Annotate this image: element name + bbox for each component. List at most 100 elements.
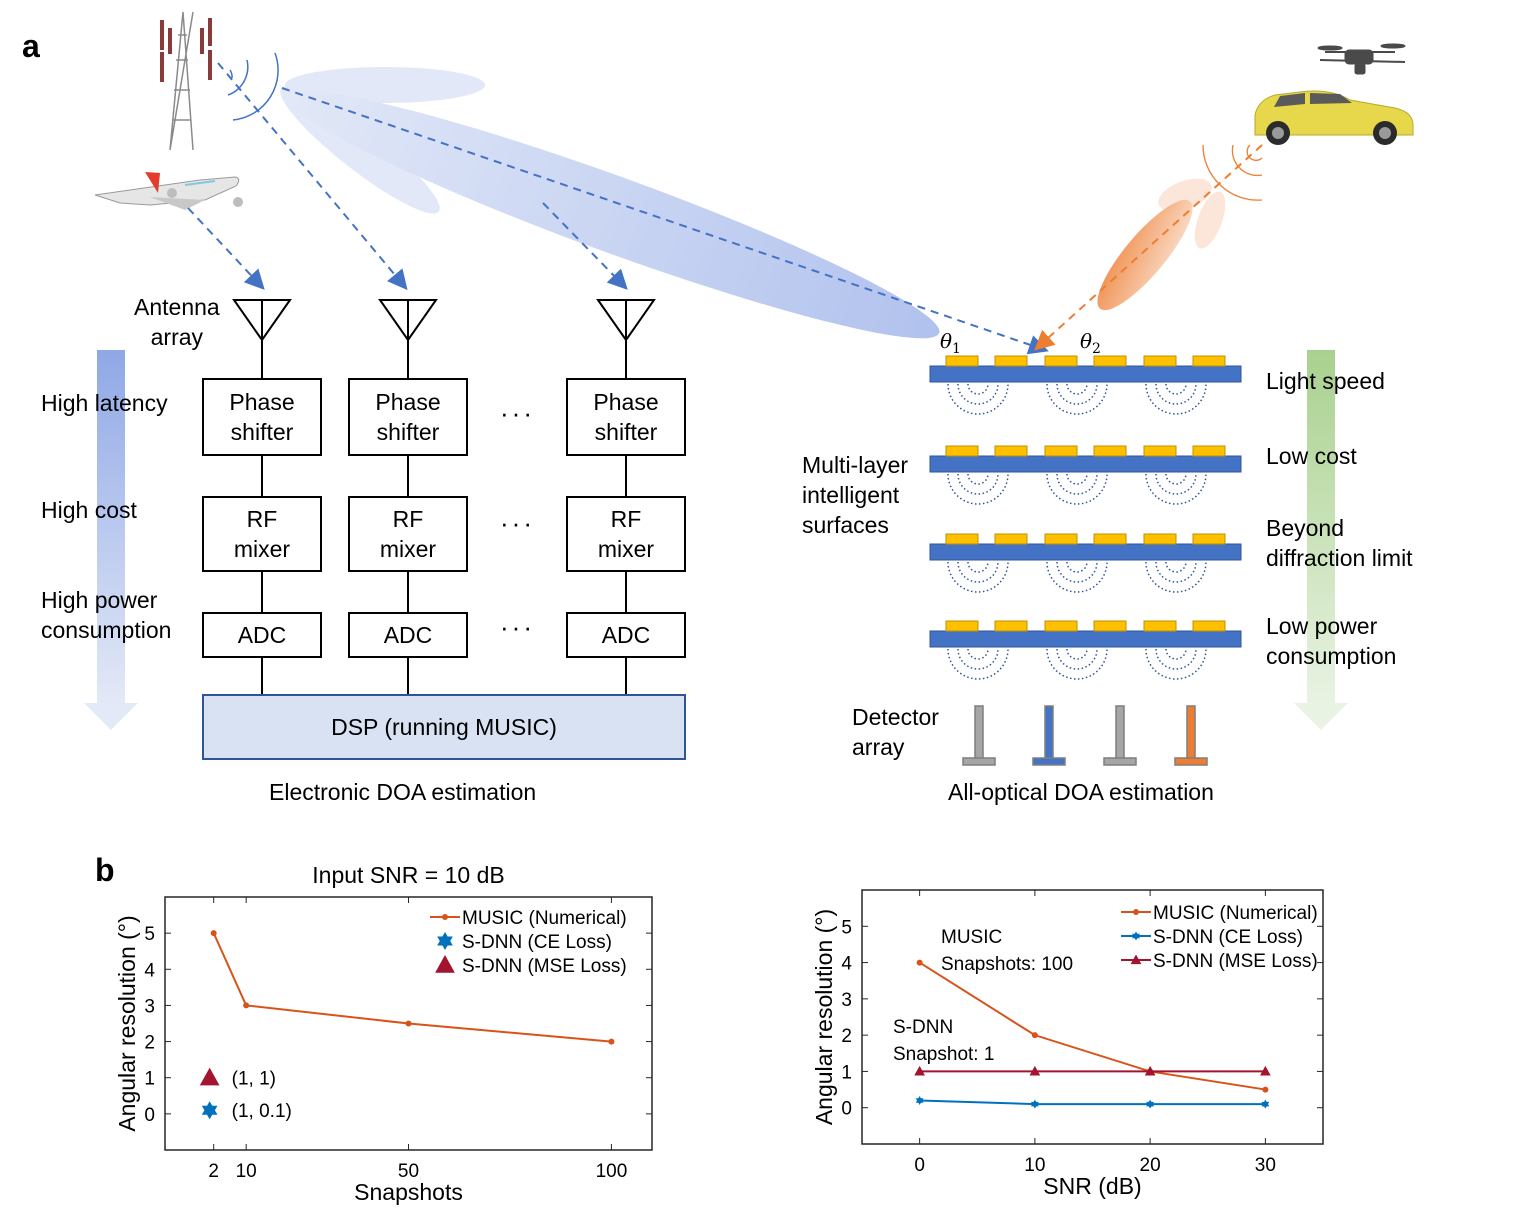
wave-arc	[1145, 383, 1207, 415]
x-tick-label: 10	[236, 1161, 257, 1182]
substrate-layer	[929, 455, 1242, 473]
wave-arc	[1145, 473, 1207, 505]
wave-arc	[1145, 648, 1207, 680]
property-high-cost: High cost	[41, 497, 137, 523]
legend: MUSIC (Numerical)S-DNN (CE Loss)S-DNN (M…	[430, 908, 627, 977]
antenna-icon	[596, 299, 656, 378]
detector-icon	[1103, 705, 1137, 766]
legend-label: MUSIC (Numerical)	[462, 908, 627, 929]
antenna-icon	[232, 299, 292, 378]
legend-entry: MUSIC (Numerical)	[1121, 903, 1318, 924]
data-point	[915, 1095, 924, 1105]
data-point	[1130, 954, 1142, 965]
car-icon	[1254, 90, 1414, 145]
data-point	[1031, 1032, 1038, 1039]
detector-icon	[962, 705, 996, 766]
property-low-cost: Low cost	[1266, 443, 1357, 469]
metasurface-layers	[929, 355, 1242, 680]
series-s-dnn-ce-loss-: (1, 0.1)	[201, 1101, 292, 1122]
y-axis-label: Angular resolution (°)	[114, 915, 140, 1131]
meta-atom	[1044, 355, 1078, 367]
data-point	[405, 1020, 412, 1027]
cell-tower-icon	[160, 11, 212, 151]
x-tick-label: 30	[1255, 1155, 1276, 1176]
series-line	[919, 1099, 1266, 1106]
meta-atom	[1192, 533, 1226, 545]
data-point	[914, 1065, 925, 1076]
wave-arc	[1046, 561, 1108, 593]
chart-title: Input SNR = 10 dB	[312, 862, 504, 888]
optical-doa-caption: All-optical DOA estimation	[948, 779, 1214, 805]
data-point	[1261, 1099, 1270, 1109]
adc-box: ADC	[566, 612, 686, 658]
star-part	[1132, 933, 1140, 941]
wave-arc	[947, 473, 1009, 505]
point-annotation: (1, 1)	[232, 1069, 276, 1090]
detector-icon	[1032, 705, 1066, 766]
property-high-latency: High latency	[41, 390, 168, 416]
legend-label: MUSIC (Numerical)	[1153, 903, 1318, 924]
meta-atom	[994, 533, 1028, 545]
meta-atom	[994, 620, 1028, 632]
wave-arc	[1046, 473, 1108, 505]
left-down-arrow	[84, 350, 138, 730]
meta-atom	[1192, 355, 1226, 367]
substrate-layer	[929, 365, 1242, 383]
detector-array-label: Detector array	[852, 704, 939, 760]
wave-arc	[1145, 561, 1207, 593]
plot-frame	[861, 889, 1324, 1145]
series-line	[919, 961, 1266, 1091]
annotation-line: S-DNN	[893, 1017, 953, 1038]
y-tick-label: 2	[841, 1026, 852, 1047]
meta-atom	[945, 533, 979, 545]
meta-atom	[1143, 445, 1177, 457]
data-point	[1260, 1065, 1271, 1076]
data-point	[243, 1002, 250, 1009]
meta-atom	[994, 445, 1028, 457]
detector-array	[962, 705, 1208, 766]
meta-atom	[1044, 533, 1078, 545]
series-s-dnn-mse-loss-	[914, 1065, 1271, 1076]
signal-wires	[261, 456, 627, 694]
panel-letter-b: b	[95, 852, 115, 888]
data-point	[916, 959, 923, 966]
data-point	[1146, 1099, 1155, 1109]
right-down-arrow	[1294, 350, 1348, 730]
data-point	[437, 932, 453, 950]
meta-atom	[1044, 445, 1078, 457]
drone-icon	[1317, 43, 1406, 75]
star-part	[1030, 1101, 1039, 1109]
point-annotation: (1, 0.1)	[232, 1101, 292, 1122]
substrate-layer	[929, 630, 1242, 648]
electronic-doa-caption: Electronic DOA estimation	[269, 779, 537, 805]
x-tick-label: 0	[914, 1155, 925, 1176]
x-tick-label: 2	[208, 1161, 219, 1182]
ellipsis: ···	[500, 398, 535, 428]
property-high-power: High power consumption	[41, 587, 172, 643]
y-tick-label: 1	[144, 1069, 155, 1090]
legend-label: S-DNN (CE Loss)	[462, 932, 612, 953]
property-light-speed: Light speed	[1266, 368, 1385, 394]
antenna-array-label: Antenna array	[134, 294, 220, 350]
legend-entry: MUSIC (Numerical)	[430, 908, 627, 929]
theta-1-label: θ1	[940, 329, 961, 357]
y-tick-label: 5	[841, 917, 852, 938]
series-s-dnn-ce-loss-	[915, 1095, 1270, 1109]
adc-box: ADC	[348, 612, 468, 658]
wave-arc	[1046, 648, 1108, 680]
x-tick-label: 20	[1140, 1155, 1161, 1176]
meta-atom	[945, 620, 979, 632]
y-tick-label: 4	[841, 954, 852, 975]
x-axis-label: Snapshots	[354, 1179, 463, 1205]
y-tick-label: 1	[841, 1062, 852, 1083]
detector-icon	[1174, 705, 1208, 766]
annotation-line: Snapshot: 1	[893, 1044, 994, 1065]
data-point	[442, 914, 448, 920]
y-tick-label: 3	[841, 990, 852, 1011]
data-point	[1144, 1065, 1156, 1076]
meta-atom	[1143, 355, 1177, 367]
dsp-box: DSP (running MUSIC)	[202, 694, 686, 760]
y-axis-label: Angular resolution (°)	[811, 909, 837, 1125]
